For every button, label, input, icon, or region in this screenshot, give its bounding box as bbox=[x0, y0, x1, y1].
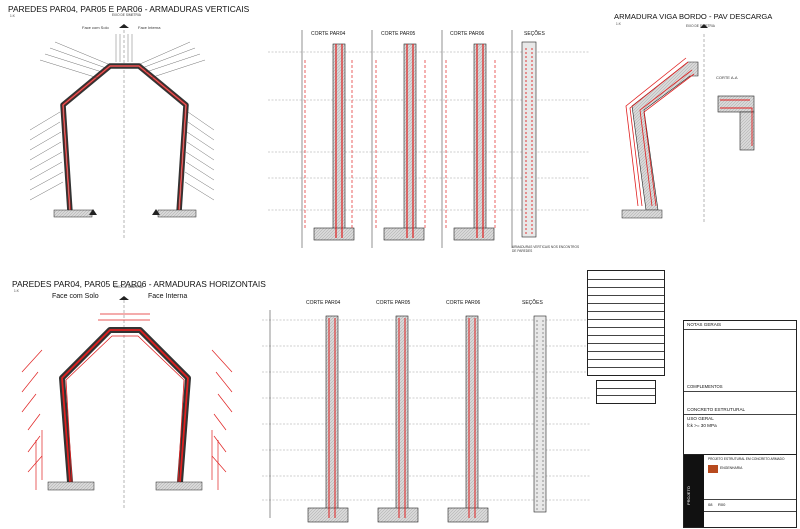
title-block-stamp-bar bbox=[684, 455, 704, 527]
title-block-rev: R00 bbox=[718, 502, 726, 507]
corte-aa-label: CORTE A-A bbox=[716, 75, 738, 80]
symmetry-label-viga: EIXO DE SIMETRIA bbox=[686, 24, 715, 28]
scale-viga: 1:X bbox=[616, 22, 621, 26]
face-internal-label-h: Face Interna bbox=[148, 293, 188, 300]
plan-vertical-rebar bbox=[29, 24, 215, 238]
title-block-project: PROJETO ESTRUTURAL EM CONCRETO ARMADO bbox=[708, 457, 785, 461]
title-block-stamp: PROJETO bbox=[686, 486, 691, 505]
general-notes-panel: NOTAS GERAIS COMPLEMENTOS CONCRETO ESTRU… bbox=[683, 320, 797, 456]
rebar-summary-table bbox=[596, 380, 656, 404]
company-logo bbox=[708, 465, 718, 473]
vertical-sections bbox=[268, 30, 590, 248]
rebar-schedule-table bbox=[587, 270, 665, 376]
secoes-v: SEÇÕES bbox=[524, 31, 545, 37]
notes-title: NOTAS GERAIS bbox=[687, 322, 722, 327]
corte-par05-h: CORTE PAR05 bbox=[376, 300, 411, 306]
title-vertical: PAREDES PAR04, PAR05 E PAR06 - ARMADURAS… bbox=[8, 4, 250, 14]
symmetry-label-v: EIXO DE SIMETRIA bbox=[112, 13, 141, 17]
summary-title: COMPLEMENTOS bbox=[687, 384, 723, 389]
face-soil-label-h: Face com Solo bbox=[52, 293, 99, 300]
secoes-h: SEÇÕES bbox=[522, 300, 543, 306]
scale-horizontal: 1:X bbox=[14, 289, 19, 293]
title-block-company: ENGENHARIA bbox=[720, 466, 743, 470]
face-internal-label-v: Face Interna bbox=[138, 25, 161, 30]
face-soil-label-v: Face com Solo bbox=[82, 25, 109, 30]
corte-par06-v: CORTE PAR06 bbox=[450, 31, 485, 37]
concrete-fck: fck >= 30 MPa bbox=[687, 423, 717, 428]
viga-bordo-detail bbox=[621, 24, 755, 222]
sections-note: ARMADURAS VERTICAIS NOS ENCONTROS DE PAR… bbox=[512, 245, 580, 253]
corte-par06-h: CORTE PAR06 bbox=[446, 300, 481, 306]
symmetry-label-h: EIXO DE SIMETRIA bbox=[114, 285, 143, 289]
corte-par04-h: CORTE PAR04 bbox=[306, 300, 341, 306]
horizontal-sections bbox=[262, 310, 590, 523]
title-horizontal: PAREDES PAR04, PAR05 E PAR06 - ARMADURAS… bbox=[12, 279, 266, 289]
concrete-title: CONCRETO ESTRUTURAL bbox=[687, 407, 746, 412]
plan-horizontal-rebar bbox=[21, 296, 233, 510]
title-block-sheet-no: 08 bbox=[708, 502, 713, 507]
corte-par05-v: CORTE PAR05 bbox=[381, 31, 416, 37]
title-viga: ARMADURA VIGA BORDO - PAV DESCARGA bbox=[614, 12, 773, 21]
concrete-use: USO GERAL bbox=[687, 416, 714, 421]
scale-vertical: 1:X bbox=[10, 14, 15, 18]
title-block: PROJETO ESTRUTURAL EM CONCRETO ARMADO EN… bbox=[683, 454, 797, 528]
corte-par04-v: CORTE PAR04 bbox=[311, 31, 346, 37]
